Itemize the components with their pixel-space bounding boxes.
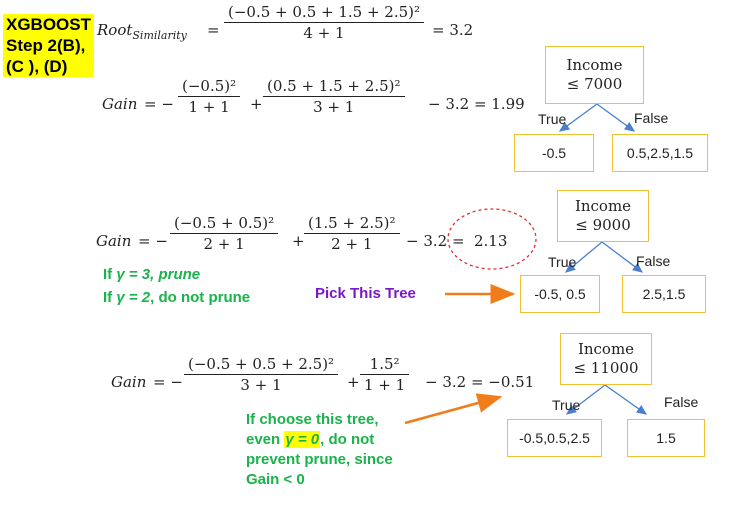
gain2-frac1: (−0.5 + 0.5)² 2 + 1 (170, 214, 279, 253)
gain2-frac1-num: (−0.5 + 0.5)² (174, 214, 275, 232)
tree1-root-line-1: Income (566, 56, 623, 74)
gain2-frac2-den: 2 + 1 (304, 233, 400, 253)
gain2-label: Gain (96, 232, 132, 250)
tree1-edge-true (558, 103, 598, 132)
tree3-false-label: False (664, 394, 699, 410)
choose-note-2-a: even (246, 431, 285, 448)
tree1-edge-false (596, 103, 636, 132)
tree3-right-leaf: 1.5 (627, 419, 705, 457)
pick-this-tree-label: Pick This Tree (315, 285, 416, 302)
gain1-frac1: (−0.5)² 1 + 1 (178, 77, 241, 116)
choose-note-line-1: If choose this tree, (246, 411, 379, 428)
tree3-left-leaf: -0.5,0.5,2.5 (507, 419, 602, 457)
root-similarity-label: RootSimilarity (97, 21, 187, 42)
gain2-frac2-num: (1.5 + 2.5)² (308, 214, 396, 232)
prune-note-2-a: If (103, 289, 117, 306)
gain2-result-prefix: − 3.2 = (406, 232, 465, 250)
choose-note-2-c: , do not (320, 431, 375, 448)
gain3-plus: + (347, 373, 360, 391)
tree2-root-node: Income ≤ 9000 (557, 190, 649, 242)
tree2-root-line-2: ≤ 9000 (575, 216, 631, 234)
title-box: XGBOOST Step 2(B), (C ), (D) (3, 14, 95, 77)
title-line-1: XGBOOST (6, 15, 92, 34)
gain1-frac2-num: (0.5 + 1.5 + 2.5)² (267, 77, 401, 95)
gain3-frac1-den: 3 + 1 (184, 374, 339, 394)
choose-note-gamma-zero: γ = 0 (284, 431, 321, 448)
tree3-edge-true (565, 384, 606, 415)
choose-arrow (404, 393, 503, 425)
tree3-true-label: True (552, 397, 581, 413)
gain3-label: Gain (111, 373, 147, 391)
gain1-plus: + (250, 95, 263, 113)
tree1-right-leaf: 0.5,2.5,1.5 (612, 134, 708, 172)
choose-note-line-4: Gain < 0 (246, 471, 305, 488)
gain1-frac1-den: 1 + 1 (178, 96, 241, 116)
tree1-left-leaf: -0.5 (514, 134, 594, 172)
prune-note-2-c: , do not prune (150, 289, 251, 306)
tree3-edge-false (604, 384, 648, 415)
tree3-root-line-2: ≤ 11000 (573, 359, 639, 377)
gain1-prefix: = − (144, 95, 174, 113)
gain3-frac1: (−0.5 + 0.5 + 2.5)² 3 + 1 (184, 355, 339, 394)
choose-note-line-2: even γ = 0, do not (246, 430, 393, 450)
tree2-edge-true (565, 241, 603, 273)
tree2-left-leaf: -0.5, 0.5 (520, 275, 600, 313)
tree2-right-leaf: 2.5,1.5 (622, 275, 706, 313)
root-denominator: 4 + 1 (224, 22, 425, 42)
gain2-frac1-den: 2 + 1 (170, 233, 279, 253)
tree3-root-line-1: Income (577, 340, 635, 358)
gain2-plus: + (292, 232, 305, 250)
gain1-label: Gain (102, 95, 138, 113)
prune-note-1-a: If (103, 266, 117, 283)
root-label-main: Root (97, 21, 133, 39)
tree2-false-label: False (636, 253, 671, 269)
tree1-root-node: Income ≤ 7000 (545, 46, 644, 104)
gain2-result-value: 2.13 (474, 232, 508, 250)
gain3-result: − 3.2 = −0.51 (425, 373, 535, 391)
gain1-frac2-den: 3 + 1 (263, 96, 405, 116)
gain1-frac2: (0.5 + 1.5 + 2.5)² 3 + 1 (263, 77, 405, 116)
tree2-root-line-1: Income (574, 197, 632, 215)
tree1-false-label: False (634, 110, 669, 126)
gain1-frac1-num: (−0.5)² (182, 77, 237, 95)
gain2-frac2: (1.5 + 2.5)² 2 + 1 (304, 214, 400, 253)
gain3-frac1-num: (−0.5 + 0.5 + 2.5)² (188, 355, 335, 373)
tree1-root-line-2: ≤ 7000 (566, 75, 623, 93)
prune-note-2-b: γ = 2 (116, 289, 151, 306)
root-fraction: (−0.5 + 0.5 + 1.5 + 2.5)² 4 + 1 (224, 3, 425, 42)
root-label-sub: Similarity (132, 29, 187, 42)
prune-note-1-b: γ = 3, prune (116, 266, 201, 283)
tree1-true-label: True (538, 111, 567, 127)
gain3-frac2: 1.5² 1 + 1 (360, 355, 410, 394)
gain1-result: − 3.2 = 1.99 (428, 95, 525, 113)
title-line-2: Step 2(B), (6, 36, 86, 55)
choose-note: If choose this tree, even γ = 0, do not … (246, 410, 393, 490)
gain3-prefix: = − (153, 373, 183, 391)
tree2-true-label: True (548, 254, 577, 270)
highlight-circle (447, 208, 537, 270)
gain2-prefix: = − (138, 232, 168, 250)
title-line-3: (C ), (D) (6, 57, 68, 76)
gain3-frac2-num: 1.5² (369, 355, 400, 373)
choose-note-line-3: prevent prune, since (246, 451, 393, 468)
root-numerator: (−0.5 + 0.5 + 1.5 + 2.5)² (228, 3, 421, 21)
tree3-root-node: Income ≤ 11000 (560, 333, 652, 385)
tree2-edge-false (601, 241, 644, 273)
prune-note-2: If γ = 2, do not prune (103, 289, 250, 306)
root-equals: = (207, 21, 220, 39)
gain3-frac2-den: 1 + 1 (360, 374, 410, 394)
root-result: = 3.2 (432, 21, 474, 39)
prune-note-1: If γ = 3, prune (103, 266, 200, 283)
